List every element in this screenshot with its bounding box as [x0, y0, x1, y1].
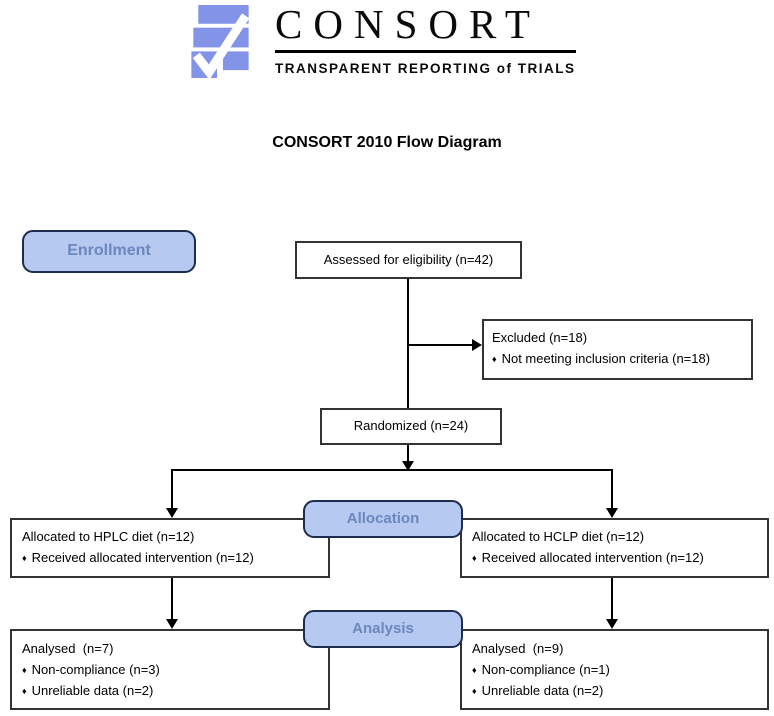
allocated-left-bullet-text: Received allocated intervention (n=12)	[31, 549, 254, 565]
connector-branch-to-excluded	[408, 344, 472, 346]
diamond-bullet-icon: ♦	[22, 552, 27, 563]
allocated-right-title: Allocated to HCLP diet (n=12)	[472, 529, 645, 544]
diamond-bullet-icon: ♦	[22, 685, 27, 696]
arrow-right-icon	[472, 339, 482, 351]
diamond-bullet-icon: ♦	[22, 664, 27, 675]
randomized-text: Randomized (n=24)	[353, 418, 469, 434]
connector-alloc-to-analysis-right	[611, 578, 613, 619]
excluded-box: Excluded (n=18) ♦ Not meeting inclusion c…	[482, 319, 753, 380]
consort-logo-mark-icon	[191, 4, 250, 80]
page-title: CONSORT 2010 Flow Diagram	[272, 134, 502, 151]
connector-alloc-to-analysis-left	[171, 578, 173, 619]
diamond-bullet-icon: ♦	[472, 685, 477, 696]
connector-randomized-to-split	[407, 445, 409, 462]
connector-split-to-alloc-right	[611, 471, 613, 508]
analysed-right-box: Analysed (n=9) ♦ Non-compliance (n=1) ♦ Un…	[460, 629, 769, 710]
analysed-left-bullet-2: ♦ Unreliable data (n=2)	[22, 681, 322, 702]
arrow-down-icon	[606, 508, 618, 518]
connector-assessed-to-randomized	[407, 279, 409, 408]
allocated-left-bullet: ♦ Received allocated intervention (n=12)	[22, 548, 322, 569]
excluded-title: Excluded (n=18)	[492, 330, 588, 345]
allocated-left-box: Allocated to HPLC diet (n=12) ♦ Received …	[10, 518, 330, 578]
logo-title: CONSORT	[275, 2, 576, 54]
stage-label-analysis: Analysis	[303, 610, 463, 648]
analysed-left-bullet-2-text: Unreliable data (n=2)	[31, 682, 154, 698]
allocated-right-bullet: ♦ Received allocated intervention (n=12)	[472, 548, 761, 569]
arrow-down-icon	[606, 619, 618, 629]
excluded-bullet: ♦ Not meeting inclusion criteria (n=18)	[492, 349, 745, 370]
diamond-bullet-icon: ♦	[472, 664, 477, 675]
stage-label-allocation: Allocation	[303, 500, 463, 538]
arrow-down-icon	[402, 461, 414, 471]
analysed-right-bullet-2: ♦ Unreliable data (n=2)	[472, 681, 761, 702]
analysed-right-bullet-2-text: Unreliable data (n=2)	[481, 682, 604, 698]
stage-label-enrollment: Enrollment	[22, 230, 196, 273]
allocated-right-box: Allocated to HCLP diet (n=12) ♦ Received …	[460, 518, 769, 578]
assessed-eligibility-text: Assessed for eligibility (n=42)	[323, 251, 494, 267]
analysed-left-bullet-1-text: Non-compliance (n=3)	[31, 661, 160, 677]
allocated-right-bullet-text: Received allocated intervention (n=12)	[481, 549, 704, 565]
consort-logo: CONSORT TRANSPARENT REPORTING of TRIALS	[189, 2, 576, 80]
analysed-left-box: Analysed (n=7) ♦ Non-compliance (n=3) ♦ Un…	[10, 629, 330, 710]
analysed-right-bullet-1: ♦ Non-compliance (n=1)	[472, 660, 761, 681]
analysed-right-title: Analysed (n=9)	[472, 641, 564, 656]
logo-subtitle: TRANSPARENT REPORTING of TRIALS	[275, 61, 576, 77]
analysed-left-bullet-1: ♦ Non-compliance (n=3)	[22, 660, 322, 681]
analysed-left-title: Analysed (n=7)	[22, 641, 114, 656]
diamond-bullet-icon: ♦	[472, 552, 477, 563]
connector-split-horizontal	[171, 469, 613, 471]
connector-split-to-alloc-left	[171, 471, 173, 508]
excluded-bullet-text: Not meeting inclusion criteria (n=18)	[501, 350, 711, 366]
randomized-box: Randomized (n=24)	[320, 408, 502, 445]
assessed-eligibility-box: Assessed for eligibility (n=42)	[295, 241, 522, 279]
arrow-down-icon	[166, 619, 178, 629]
logo-text-block: CONSORT TRANSPARENT REPORTING of TRIALS	[275, 2, 576, 80]
diamond-bullet-icon: ♦	[492, 353, 497, 364]
allocated-left-title: Allocated to HPLC diet (n=12)	[22, 529, 195, 544]
analysed-right-bullet-1-text: Non-compliance (n=1)	[481, 661, 610, 677]
arrow-down-icon	[166, 508, 178, 518]
